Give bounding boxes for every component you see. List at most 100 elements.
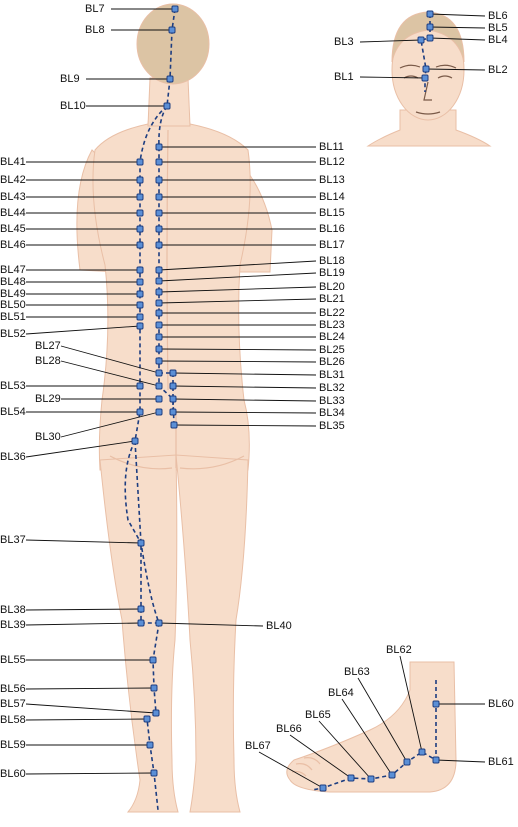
acupoint-body-bl46 (136, 241, 144, 249)
face-view-figure (366, 11, 492, 147)
acupoint-body-bl25 (155, 345, 163, 353)
acupoint-body-bl44 (136, 209, 144, 217)
acupoint-foot-bl64 (388, 771, 396, 779)
label-body-bl21: BL21 (319, 293, 345, 305)
label-body-bl58: BL58 (0, 714, 26, 726)
acupoints (131, 5, 440, 792)
foot-view-figure (286, 661, 457, 793)
acupoint-body-bl26 (155, 357, 163, 365)
spine-groove (166, 129, 169, 391)
label-foot-bl65: BL65 (305, 709, 331, 721)
label-body-bl54: BL54 (0, 406, 26, 418)
label-body-bl13: BL13 (319, 174, 345, 186)
label-foot-bl60: BL60 (488, 698, 514, 710)
acupoint-body-bl19 (155, 277, 163, 285)
mouth (415, 111, 441, 115)
label-body-bl38: BL38 (0, 604, 26, 616)
acupoint-body-bl43 (136, 193, 144, 201)
label-body-bl7: BL7 (85, 3, 105, 15)
acupoint-foot-bl62 (418, 748, 426, 756)
nose (423, 81, 432, 101)
right-brow (435, 64, 457, 69)
label-body-bl17: BL17 (319, 239, 345, 251)
acupoint-body-bl40 (155, 619, 163, 627)
acupoint-body-bl59 (146, 741, 154, 749)
label-body-bl18: BL18 (319, 255, 345, 267)
acupoint-body-bl31 (169, 369, 177, 377)
label-face-bl2: BL2 (488, 64, 508, 76)
acupoint-foot-bl60 (432, 700, 440, 708)
label-body-bl60: BL60 (0, 768, 26, 780)
acupoint-body-bl17 (155, 241, 163, 249)
label-body-bl22: BL22 (319, 307, 345, 319)
acupoint-body-bl11 (155, 143, 163, 151)
label-face-bl5: BL5 (488, 22, 508, 34)
leader-body-bl32 (172, 385, 317, 389)
acupoint-body-bl42 (136, 176, 144, 184)
acupoint-body-bl24 (155, 333, 163, 341)
label-body-bl39: BL39 (0, 619, 26, 631)
acupoint-body-bl41 (136, 158, 144, 166)
leader-body-bl60 (25, 772, 155, 775)
label-body-bl28: BL28 (35, 355, 61, 367)
label-body-bl52: BL52 (0, 328, 26, 340)
label-body-bl33: BL33 (319, 395, 345, 407)
leader-foot-bl63 (357, 677, 408, 763)
label-body-bl40: BL40 (266, 620, 292, 632)
leader-face-bl5 (429, 26, 486, 29)
right-eye (437, 75, 453, 79)
label-face-bl4: BL4 (488, 34, 508, 46)
neck (147, 77, 191, 127)
gluteal-fold-right (179, 455, 245, 470)
leader-face-bl1 (359, 76, 426, 79)
label-body-bl24: BL24 (319, 331, 345, 343)
label-body-bl26: BL26 (319, 356, 345, 368)
acupoint-body-bl55 (149, 656, 157, 664)
leader-foot-bl61 (435, 759, 486, 763)
leader-body-bl19 (158, 272, 317, 282)
acupoint-foot-bl66 (347, 774, 355, 782)
label-body-bl34: BL34 (319, 407, 345, 419)
leader-body-bl58 (25, 718, 148, 721)
label-body-bl56: BL56 (0, 683, 26, 695)
left-leg (99, 454, 179, 813)
label-foot-bl62: BL62 (386, 644, 412, 656)
label-body-bl42: BL42 (0, 174, 26, 186)
acupoint-body-bl22 (155, 309, 163, 317)
acupoint-body-bl38 (137, 605, 145, 613)
leader-body-bl27 (60, 345, 160, 374)
label-body-bl12: BL12 (319, 156, 345, 168)
label-face-bl6: BL6 (488, 10, 508, 22)
label-body-bl11: BL11 (319, 141, 344, 153)
acupoint-face-bl4 (426, 34, 434, 42)
leader-body-bl52 (25, 325, 141, 335)
acupoint-body-bl56 (150, 684, 158, 692)
label-foot-bl66: BL66 (276, 723, 302, 735)
acupoint-body-bl7 (171, 5, 179, 13)
label-body-bl8: BL8 (85, 24, 105, 36)
acupoint-body-bl45 (136, 225, 144, 233)
leader-body-bl56 (25, 687, 155, 690)
leader-body-bl35 (173, 424, 317, 427)
acupoint-face-bl1 (421, 74, 429, 82)
leader-body-bl25 (158, 348, 317, 351)
acupoint-body-bl52 (136, 322, 144, 330)
acupoint-body-bl16 (155, 225, 163, 233)
leader-foot-bl65 (318, 720, 372, 780)
label-foot-bl63: BL63 (344, 666, 370, 678)
leader-body-bl38 (25, 608, 142, 611)
acupoint-body-bl54 (136, 408, 144, 416)
leader-body-bl33 (172, 398, 317, 402)
label-body-bl20: BL20 (319, 281, 345, 293)
leader-body-bl34 (172, 411, 317, 414)
head (136, 3, 210, 85)
label-body-bl37: BL37 (0, 534, 26, 546)
label-body-bl44: BL44 (0, 207, 26, 219)
label-body-bl46: BL46 (0, 239, 26, 251)
back-view-figure (76, 3, 273, 813)
leader-foot-bl67 (258, 751, 324, 789)
leader-body-bl40 (158, 622, 264, 627)
acupoint-body-bl37 (137, 539, 145, 547)
acupoint-body-bl21 (155, 299, 163, 307)
label-body-bl36: BL36 (0, 451, 26, 463)
